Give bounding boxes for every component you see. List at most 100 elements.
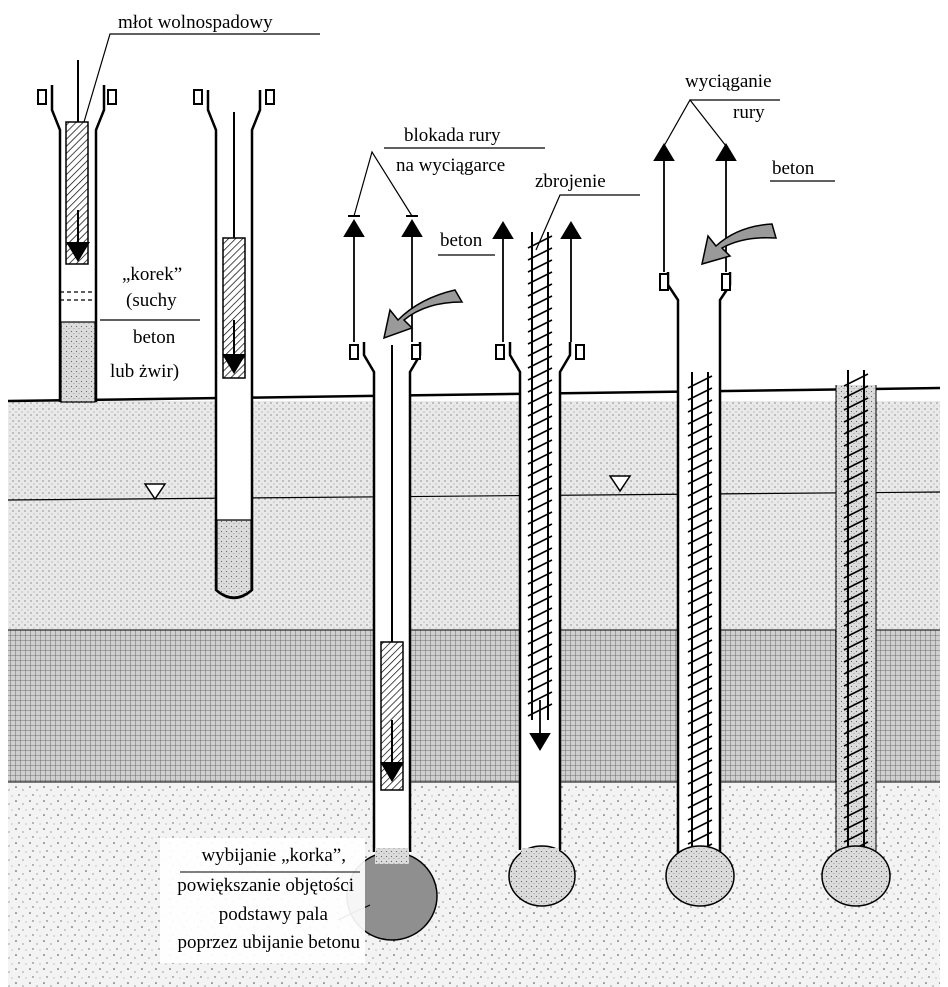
spiral-stirrup [527,475,553,489]
spiral-stirrup [843,757,869,771]
spiral-stirrup [687,795,713,809]
label-concrete-stage-5: beton [772,158,815,179]
groundwater-line [7,491,941,501]
spiral-stirrup [843,697,869,711]
spiral-stirrup [527,511,553,525]
spiral-stirrup [843,769,869,783]
spiral-stirrup [527,679,553,693]
pile-base-bulb [665,845,735,907]
spiral-stirrup [687,819,713,833]
soil-layer-clay [8,630,940,782]
ground-surface-line [7,386,941,403]
spiral-stirrup [843,745,869,759]
spiral-stirrup [687,387,713,401]
spiral-stirrup [843,373,869,387]
spiral-stirrup [843,553,869,567]
stage-6-finished-pile [821,370,891,907]
spiral-stirrup [527,451,553,465]
spiral-stirrup [843,721,869,735]
spiral-stirrup [843,565,869,579]
reinforcement-cage [527,232,553,720]
spiral-stirrup [527,343,553,357]
spiral-stirrup [843,709,869,723]
spiral-stirrup [527,247,553,261]
spiral-stirrup [843,481,869,495]
spiral-stirrup [843,529,869,543]
dry-concrete-plug [216,519,252,598]
spiral-stirrup [687,735,713,749]
spiral-stirrup [843,457,869,471]
label-concrete-stage-3: beton [440,230,483,251]
label-tube-extraction-line-2: rury [733,102,765,123]
spiral-stirrup [843,637,869,651]
spiral-stirrup [687,831,713,845]
drop-hammer [65,121,89,265]
spiral-stirrup [687,483,713,497]
spiral-stirrup [527,403,553,417]
spiral-stirrup [687,639,713,653]
label-base-line-4: poprzez ubijanie betonu [177,932,360,953]
reinforcement-cage [687,372,713,860]
spiral-stirrup [527,355,553,369]
spiral-stirrup [687,651,713,665]
base-label-box: wybijanie „korka”, powiększanie objętośc… [160,838,365,963]
spiral-stirrup [527,667,553,681]
spiral-stirrup [687,663,713,677]
spiral-stirrup [527,547,553,561]
spiral-stirrup [843,805,869,819]
spiral-stirrup [527,499,553,513]
spiral-stirrup [843,613,869,627]
spiral-stirrup [843,409,869,423]
concrete-pour-icon [701,223,778,266]
spiral-stirrup [527,571,553,585]
label-tube-extraction-line-1: wyciąganie [685,71,772,92]
spiral-stirrup [527,583,553,597]
concrete-pour-icon [382,289,464,340]
spiral-stirrup [843,577,869,591]
water-level-icon [608,475,632,493]
spiral-stirrup [843,781,869,795]
spiral-stirrup [527,607,553,621]
label-base-line-1: wybijanie „korka”, [201,845,346,866]
soil-profile [7,386,941,987]
spiral-stirrup [843,589,869,603]
spiral-stirrup [527,487,553,501]
spiral-stirrup [687,627,713,641]
spiral-stirrup [687,711,713,725]
stage-2-tube [193,89,275,600]
label-tube-lock-line-2: na wyciągarce [396,155,505,176]
spiral-stirrup [843,445,869,459]
spiral-stirrup [527,331,553,345]
label-plug-line-4: lub żwir) [110,361,179,382]
stage-1-tube [37,60,117,403]
label-tube-lock-line-1: blokada rury [404,125,501,146]
spiral-stirrup [687,603,713,617]
spiral-stirrup [843,661,869,675]
spiral-stirrup [843,829,869,843]
spiral-stirrup [527,427,553,441]
label-plug-line-2: (suchy [126,290,177,311]
spiral-stirrup [843,517,869,531]
spiral-stirrup [527,271,553,285]
spiral-stirrup [687,543,713,557]
pile-base-bulb [821,845,891,907]
stage-4-tube [492,221,585,907]
spiral-stirrup [527,595,553,609]
spiral-stirrup [843,685,869,699]
spiral-stirrup [687,783,713,797]
label-base-line-2: powiększanie objętości [177,875,354,896]
spiral-stirrup [687,699,713,713]
soil-layer-sand-wet [8,500,940,630]
spiral-stirrup [843,541,869,555]
spiral-stirrup [687,723,713,737]
spiral-stirrup [687,555,713,569]
drop-hammer [222,237,246,379]
spiral-stirrup [527,643,553,657]
dry-concrete-plug [60,321,96,403]
spiral-stirrup [687,423,713,437]
spiral-stirrup [527,619,553,633]
spiral-stirrup [687,411,713,425]
spiral-stirrup [687,375,713,389]
spiral-stirrup [527,295,553,309]
